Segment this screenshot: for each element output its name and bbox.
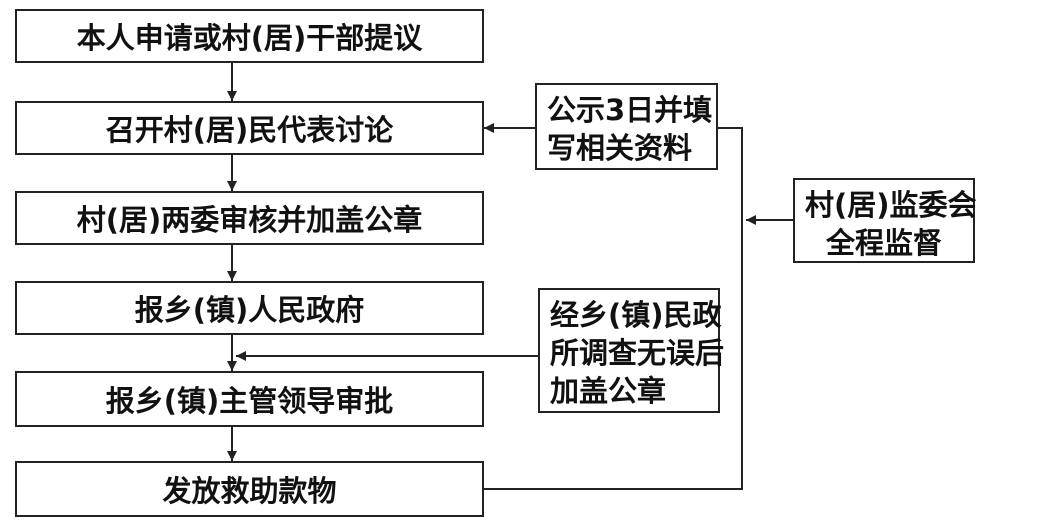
step-villager-discussion: 召开村(居)民代表讨论	[15, 101, 484, 155]
note-supervision: 村(居)监委会 全程监督	[793, 178, 977, 263]
note-publicity: 公示3日并填 写相关资料	[535, 83, 718, 170]
step-apply-label: 本人申请或村(居)干部提议	[76, 21, 423, 55]
note-publicity-line2: 写相关资料	[547, 131, 693, 165]
note-supervision-line2: 全程监督	[825, 226, 942, 260]
step-distribute-aid-label: 发放救助款物	[162, 474, 337, 508]
step-report-township: 报乡(镇)人民政府	[15, 281, 484, 335]
step-committee-review-label: 村(居)两委审核并加盖公章	[76, 203, 423, 237]
step-committee-review: 村(居)两委审核并加盖公章	[15, 191, 484, 245]
step-villager-discussion-label: 召开村(居)民代表讨论	[105, 113, 394, 147]
note-publicity-line1: 公示3日并填	[547, 93, 713, 127]
note-supervision-line1: 村(居)监委会	[805, 188, 977, 222]
step-leader-approval: 报乡(镇)主管领导审批	[15, 371, 484, 427]
step-leader-approval-label: 报乡(镇)主管领导审批	[105, 384, 394, 418]
step-report-township-label: 报乡(镇)人民政府	[134, 293, 365, 327]
note-civil-affairs: 经乡(镇)民政 所调查无误后 加盖公章	[538, 288, 725, 413]
note-civil-affairs-line3: 加盖公章	[550, 374, 667, 408]
step-distribute-aid: 发放救助款物	[15, 461, 484, 517]
note-civil-affairs-line1: 经乡(镇)民政	[550, 298, 722, 332]
step-apply: 本人申请或村(居)干部提议	[15, 9, 484, 63]
note-civil-affairs-line2: 所调查无误后	[550, 336, 725, 370]
feedback-loop-line	[484, 127, 743, 490]
